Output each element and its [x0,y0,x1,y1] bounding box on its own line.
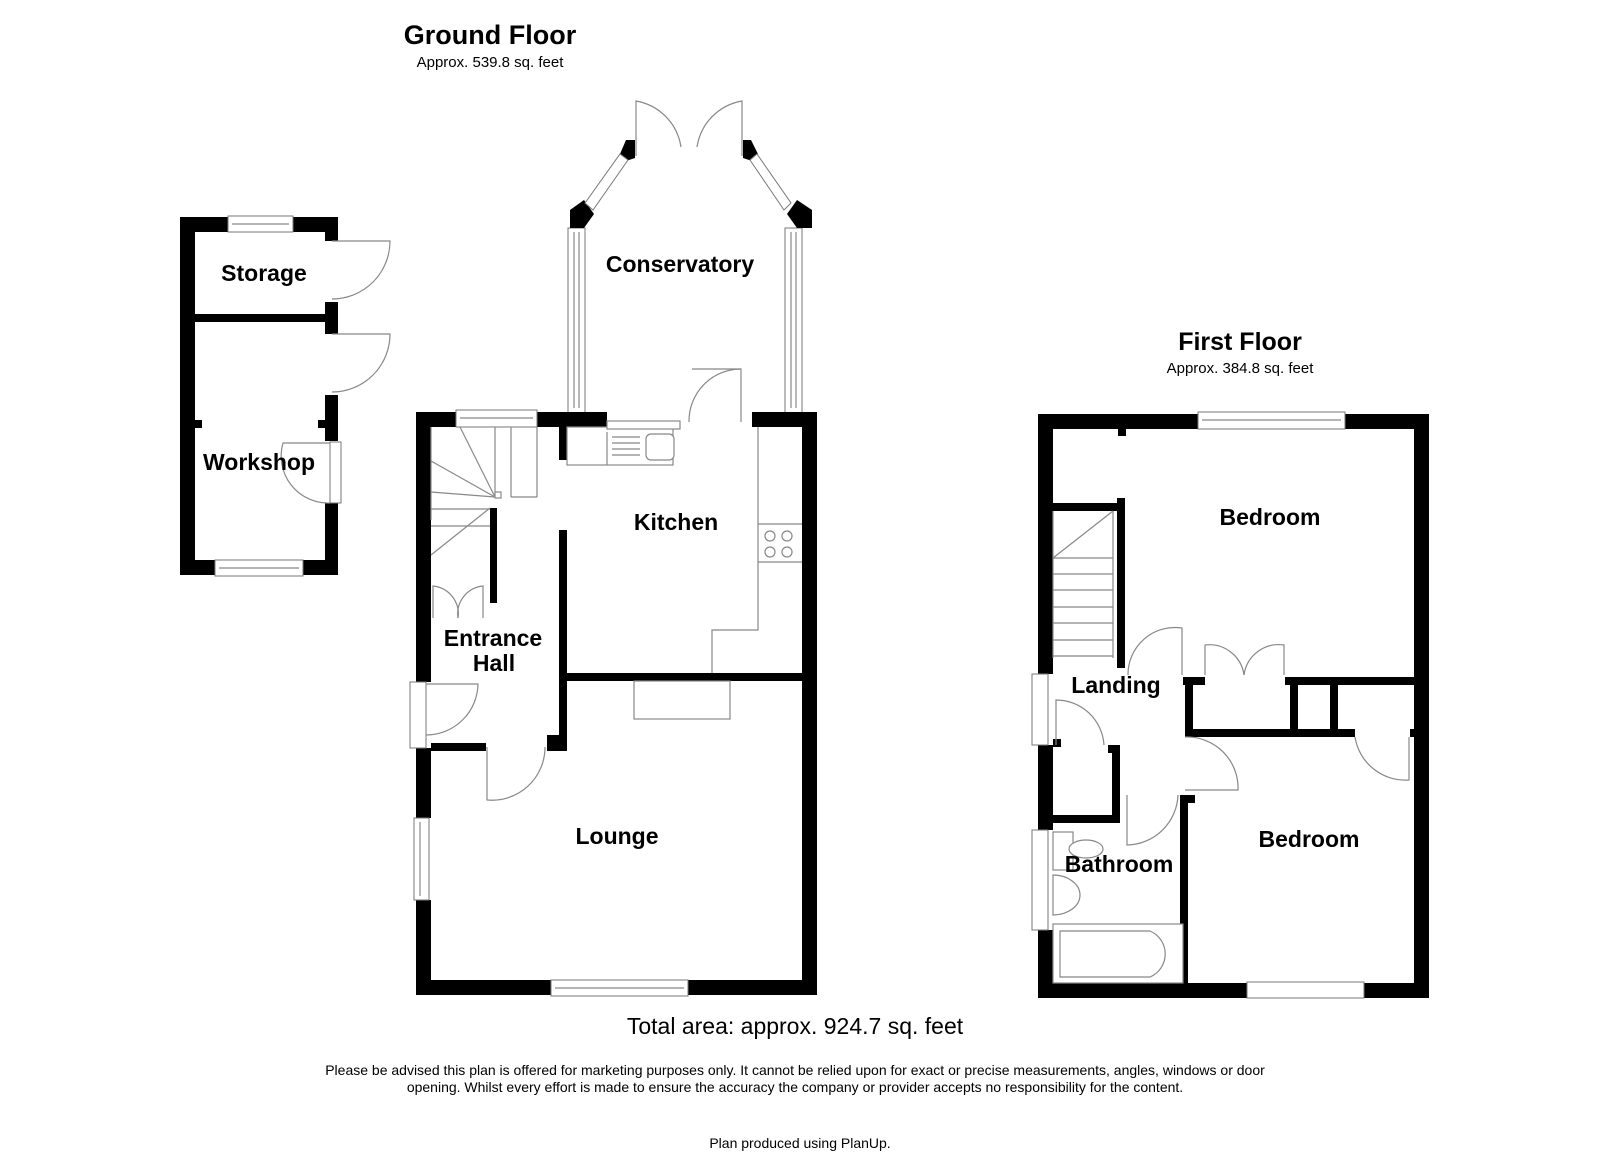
outbuilding [180,215,391,577]
room-label-storage: Storage [221,260,307,286]
room-label-kitchen: Kitchen [634,509,718,535]
disclaimer: Please be advised this plan is offered f… [300,1062,1290,1096]
room-label-landing: Landing [1071,672,1160,698]
room-label-lounge: Lounge [575,823,658,849]
ground-floor-area: Approx. 539.8 sq. feet [416,54,564,71]
room-label-bathroom: Bathroom [1065,851,1174,877]
first-floor-area: Approx. 384.8 sq. feet [1166,360,1314,377]
first-floor-title: First Floor [1178,328,1302,356]
ground-floor-house [409,409,817,997]
ground-floor-title: Ground Floor [403,20,577,50]
room-label-entrance: Entrance [444,625,542,651]
plan-credit: Plan produced using PlanUp. [709,1135,891,1151]
room-label-bedroom-1: Bedroom [1220,504,1321,530]
disclaimer-line-2: opening. Whilst every effort is made to … [406,1079,1184,1095]
room-label-workshop: Workshop [203,449,315,475]
room-label-bedroom-2: Bedroom [1259,826,1360,852]
room-label-conservatory: Conservatory [606,251,754,277]
conservatory [567,100,812,423]
room-label-hall: Hall [473,650,515,676]
total-area: Total area: approx. 924.7 sq. feet [626,1013,964,1039]
disclaimer-line-1: Please be advised this plan is offered f… [325,1062,1265,1078]
first-floor-house [1031,411,1429,999]
